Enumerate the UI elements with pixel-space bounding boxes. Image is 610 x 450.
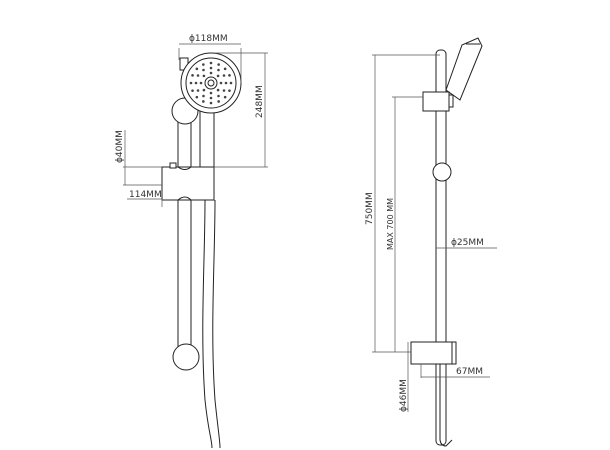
nozzle-dot bbox=[209, 101, 213, 105]
hose bbox=[202, 199, 221, 449]
nozzle-dot bbox=[202, 74, 206, 78]
nozzle-dot bbox=[195, 95, 199, 99]
nozzle-dot bbox=[216, 74, 220, 78]
nozzle-dot bbox=[189, 81, 193, 85]
holder-depth-label: 114MM bbox=[129, 190, 162, 200]
bracket-diameter-label: ϕ46MM bbox=[399, 379, 409, 412]
nozzle-dot bbox=[202, 63, 205, 66]
nozzle-dot bbox=[191, 89, 194, 92]
front-view: ϕ118MM 248MM ϕ40MM 114MM bbox=[115, 34, 268, 449]
nozzle-dot bbox=[196, 89, 200, 92]
nozzle-dot bbox=[209, 96, 213, 100]
nozzle-dot bbox=[224, 81, 228, 85]
nozzle-dot bbox=[202, 100, 205, 103]
nozzle-dot bbox=[223, 95, 227, 99]
nozzle-pattern bbox=[189, 61, 233, 105]
nozzle-dot bbox=[217, 100, 220, 103]
nozzle-dot bbox=[202, 88, 206, 92]
handle bbox=[199, 104, 215, 168]
nozzle-dot bbox=[217, 63, 220, 66]
nozzle-dot bbox=[216, 88, 220, 92]
nozzle-dot bbox=[202, 68, 205, 72]
holder-diameter-label: ϕ40MM bbox=[115, 130, 125, 163]
nozzle-dot bbox=[196, 74, 200, 77]
nozzle-dot bbox=[191, 74, 194, 77]
nozzle-dot bbox=[199, 81, 203, 85]
nozzle-dot bbox=[209, 91, 213, 95]
side-view: 750MM MAX 700 MM ϕ25MM ϕ46MM 67MM bbox=[365, 37, 497, 447]
nozzle-dot bbox=[229, 81, 233, 85]
rail-knob bbox=[432, 162, 452, 182]
slider-bracket bbox=[422, 91, 450, 112]
nozzle-dot bbox=[222, 89, 226, 92]
nozzle-dot bbox=[209, 66, 213, 70]
nozzle-dot bbox=[222, 74, 226, 77]
nozzle-dot bbox=[217, 94, 220, 98]
bottom-bracket bbox=[410, 341, 453, 365]
bottom-knob bbox=[172, 343, 200, 371]
nozzle-dot bbox=[202, 94, 205, 98]
rail-length-label: 750MM bbox=[365, 192, 375, 225]
bracket-depth-label: 67MM bbox=[456, 367, 483, 377]
max-adjust-label: MAX 700 MM bbox=[386, 198, 395, 250]
rail-diameter-label: ϕ25MM bbox=[451, 238, 484, 248]
nozzle-dot bbox=[217, 68, 220, 72]
nozzle-dot bbox=[228, 74, 231, 77]
head-height-label: 248MM bbox=[255, 85, 265, 118]
nozzle-dot bbox=[195, 67, 199, 71]
nozzle-dot bbox=[223, 67, 227, 71]
nozzle-dot bbox=[228, 89, 231, 92]
shower-head-side bbox=[445, 37, 483, 101]
nozzle-dot bbox=[219, 81, 223, 85]
nozzle-dot bbox=[194, 81, 198, 85]
nozzle-dot bbox=[209, 61, 213, 65]
head-diameter-label: ϕ118MM bbox=[189, 34, 228, 44]
nozzle-dot bbox=[209, 71, 213, 75]
holder-bracket bbox=[161, 166, 215, 201]
hose-side bbox=[439, 364, 453, 447]
